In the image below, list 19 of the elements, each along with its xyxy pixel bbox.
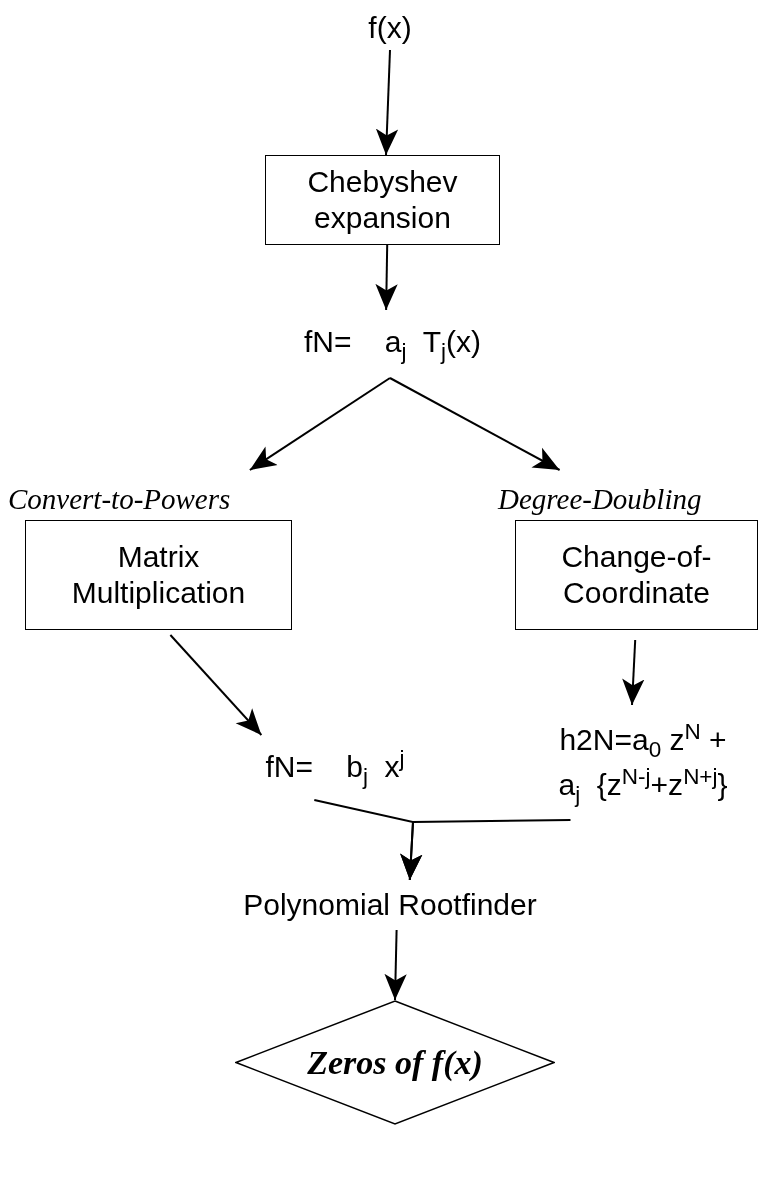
- formula-text: fN= b$_{j}$ x$^{j}$: [265, 745, 405, 790]
- formula-text: h2N=a$_{0}$ z$^{N}$ + a$_{j}$ {z$^{N-j}$+z$^{N+j}$}: [557, 717, 729, 808]
- result-text: Zeros of f(x): [307, 1043, 483, 1082]
- arrow: [375, 49, 399, 156]
- arrow: [400, 819, 572, 881]
- formula-text: fN= a$_{j}$ T$_{j}$(x): [304, 323, 481, 365]
- process-box: Matrix Multiplication: [25, 520, 292, 630]
- arrow: [388, 377, 561, 471]
- arrow: [248, 377, 391, 471]
- arrow: [384, 929, 407, 1001]
- method-heading: Degree-Doubling: [498, 482, 702, 517]
- formula-text: f(x): [368, 9, 412, 46]
- process-box: Change-of-Coordinate: [515, 520, 758, 630]
- arrow: [375, 244, 398, 311]
- formula-text: Polynomial Rootfinder: [243, 887, 537, 923]
- arrow: [622, 639, 645, 706]
- arrow: [169, 634, 263, 736]
- process-box: Chebyshev expansion: [265, 155, 500, 245]
- method-heading: Convert-to-Powers: [8, 482, 231, 517]
